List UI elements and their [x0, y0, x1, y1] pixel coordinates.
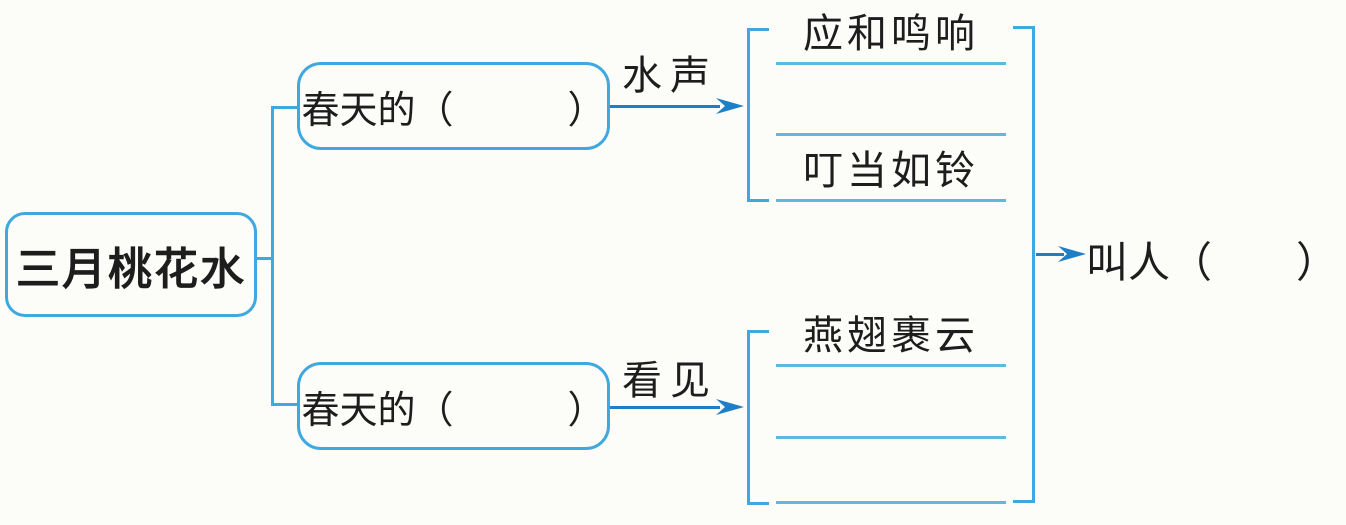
arrow-label-sight: 看见	[622, 358, 718, 404]
bracket-left-sound	[747, 28, 769, 202]
root-node: 三月桃花水	[5, 212, 257, 317]
arrow-line-sound	[610, 105, 720, 108]
arrow-label-sound: 水声	[622, 53, 718, 99]
branch-node-sound: 春天的（ ）	[297, 62, 610, 150]
root-label: 三月桃花水	[16, 243, 246, 295]
branch-sight-label: 春天的（ ）	[301, 387, 606, 432]
connector-trunk	[271, 106, 274, 406]
connector-root-stub	[256, 257, 274, 260]
result-label: 叫人（ ）	[1086, 237, 1339, 287]
connector-bottom-stub	[271, 403, 299, 406]
fill-line-sight-3	[776, 441, 1006, 504]
arrow-head-icon	[1058, 244, 1086, 264]
arrow-head-icon	[716, 96, 744, 116]
fill-line-sound-3: 叮当如铃	[776, 139, 1006, 202]
arrow-line-result	[1036, 253, 1064, 256]
fill-line-sight-1: 燕翅裹云	[776, 305, 1006, 367]
arrow-line-sight	[610, 406, 720, 409]
connector-top-stub	[271, 106, 299, 109]
fill-line-sound-1: 应和鸣响	[776, 2, 1006, 65]
arrow-head-icon	[716, 397, 744, 417]
branch-sound-label: 春天的（ ）	[301, 87, 606, 132]
branch-node-sight: 春天的（ ）	[297, 362, 610, 450]
fill-line-sound-2	[776, 74, 1006, 136]
fill-line-sight-2	[776, 376, 1006, 439]
bracket-left-sight	[747, 330, 769, 505]
bracket-right-closing	[1013, 26, 1035, 503]
